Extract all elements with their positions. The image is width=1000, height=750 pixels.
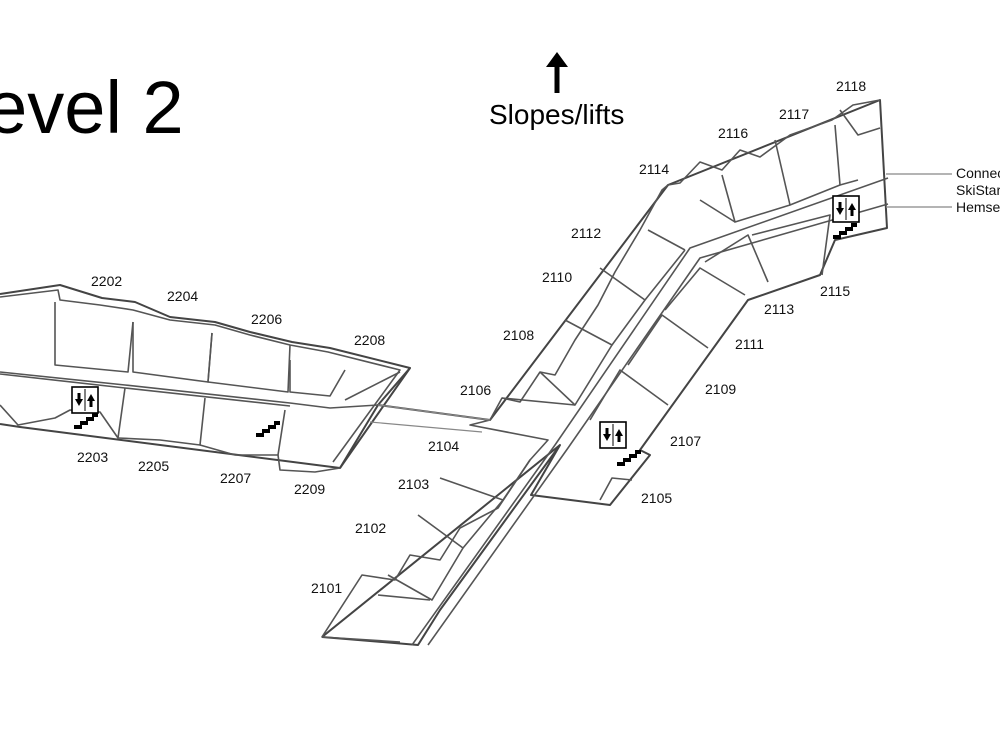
connection-label-line-3: Hemse (956, 199, 1000, 215)
connection-label-line-2: SkiStar (956, 182, 1000, 198)
level-title: Level 2 (0, 66, 184, 149)
room-label-2115: 2115 (820, 283, 850, 299)
room-label-2205: 2205 (138, 458, 169, 474)
stairs-icon (833, 223, 857, 239)
arrow-up-icon (546, 52, 568, 93)
elevator-icon (71, 386, 99, 414)
room-label-2108: 2108 (503, 327, 534, 343)
room-label-2111: 2111 (735, 336, 764, 352)
stairs-icon (74, 413, 98, 429)
room-label-2209: 2209 (294, 481, 325, 497)
room-label-2106: 2106 (460, 382, 491, 398)
room-label-2208: 2208 (354, 332, 385, 348)
elevator-icon (599, 421, 627, 449)
room-label-2204: 2204 (167, 288, 198, 304)
room-label-2104: 2104 (428, 438, 459, 454)
elevator-icon (832, 195, 860, 223)
room-label-2118: 2118 (836, 78, 866, 94)
stairs-icon (256, 421, 280, 437)
room-label-2103: 2103 (398, 476, 429, 492)
room-label-2112: 2112 (571, 225, 601, 241)
room-label-2107: 2107 (670, 433, 701, 449)
slopes-lifts-label: Slopes/lifts (489, 99, 624, 130)
room-label-2105: 2105 (641, 490, 672, 506)
room-label-2102: 2102 (355, 520, 386, 536)
room-label-2206: 2206 (251, 311, 282, 327)
room-label-2116: 2116 (718, 125, 748, 141)
room-label-2113: 2113 (764, 301, 794, 317)
room-label-2202: 2202 (91, 273, 122, 289)
room-label-2101: 2101 (311, 580, 342, 596)
room-label-2117: 2117 (779, 106, 809, 122)
room-label-2109: 2109 (705, 381, 736, 397)
building-wing-21 (0, 99, 952, 646)
stairs-icon (617, 450, 641, 466)
room-label-2110: 2110 (542, 269, 572, 285)
room-label-2203: 2203 (77, 449, 108, 465)
building-wing-22 (0, 284, 491, 473)
room-label-2114: 2114 (639, 161, 669, 177)
connection-label-line-1: Connec (956, 165, 1000, 181)
room-label-2207: 2207 (220, 470, 251, 486)
